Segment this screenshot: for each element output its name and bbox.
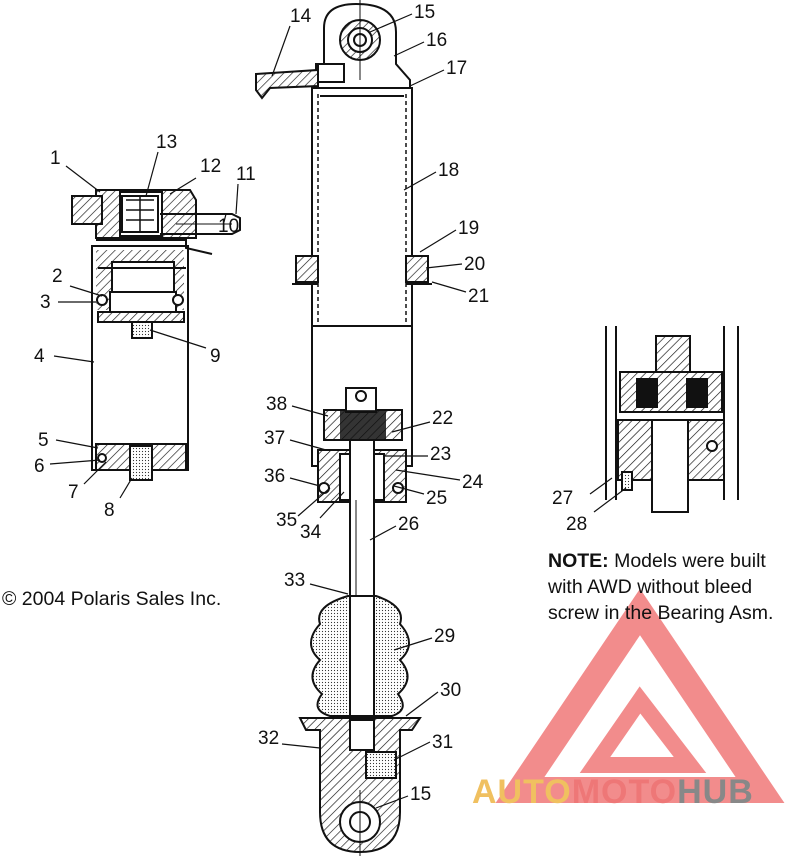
- part-label-4: 4: [34, 346, 45, 367]
- part-label-3: 3: [40, 292, 51, 313]
- reservoir-assembly: [71, 189, 241, 481]
- bearing-detail-inset: [605, 326, 739, 513]
- copyright-text: © 2004 Polaris Sales Inc.: [2, 588, 222, 610]
- part-label-7: 7: [68, 482, 79, 503]
- part-label-30: 30: [440, 680, 461, 701]
- part-label-35: 35: [276, 510, 297, 531]
- part-label-34: 34: [300, 522, 322, 543]
- part-label-5: 5: [38, 430, 49, 451]
- part-label-1: 1: [50, 148, 61, 169]
- part-label-38: 38: [266, 394, 287, 415]
- part-label-18: 18: [438, 160, 459, 181]
- watermark-text: AUTOMOTOHUB: [472, 773, 754, 812]
- part-label-11: 11: [236, 164, 256, 185]
- part-label-31: 31: [432, 732, 453, 753]
- part-label-16: 16: [426, 30, 447, 51]
- part-label-15-bottom: 15: [410, 784, 431, 805]
- part-label-15-top: 15: [414, 2, 435, 23]
- part-label-8: 8: [104, 500, 115, 521]
- part-label-20: 20: [464, 254, 485, 275]
- part-label-23: 23: [430, 444, 451, 465]
- note-heading: NOTE:: [548, 550, 609, 572]
- note-text: Models were built with AWD without bleed…: [548, 550, 774, 624]
- part-label-28: 28: [566, 514, 587, 535]
- part-label-21: 21: [468, 286, 489, 307]
- part-label-22: 22: [432, 408, 453, 429]
- part-label-12: 12: [200, 156, 221, 177]
- part-label-24: 24: [462, 472, 484, 493]
- part-label-37: 37: [264, 428, 285, 449]
- shock-body-assembly: [255, 0, 432, 856]
- part-label-36: 36: [264, 466, 285, 487]
- part-label-32: 32: [258, 728, 279, 749]
- part-label-27: 27: [552, 488, 573, 509]
- part-label-26: 26: [398, 514, 419, 535]
- part-label-13: 13: [156, 132, 177, 153]
- watermark-logo: [495, 588, 785, 803]
- part-label-29: 29: [434, 626, 455, 647]
- watermark-part-moto: MOTO: [571, 773, 678, 811]
- part-label-17: 17: [446, 58, 467, 79]
- part-label-19: 19: [458, 218, 479, 239]
- watermark-part-auto: AUTO: [472, 773, 572, 811]
- part-label-9: 9: [210, 346, 221, 367]
- part-label-33: 33: [284, 570, 305, 591]
- part-label-2: 2: [52, 266, 63, 287]
- part-label-25: 25: [426, 488, 447, 509]
- part-label-14: 14: [290, 6, 312, 27]
- part-label-6: 6: [34, 456, 45, 477]
- part-label-10: 10: [218, 216, 239, 237]
- leader-lines: [49, 13, 627, 809]
- part-labels: 1 2 3 4 5 6 7 8 9 10 11 12 13 14 15 16 1…: [34, 2, 587, 805]
- note-box: NOTE: Models were built with AWD without…: [548, 548, 800, 626]
- watermark-part-hub: HUB: [677, 773, 754, 811]
